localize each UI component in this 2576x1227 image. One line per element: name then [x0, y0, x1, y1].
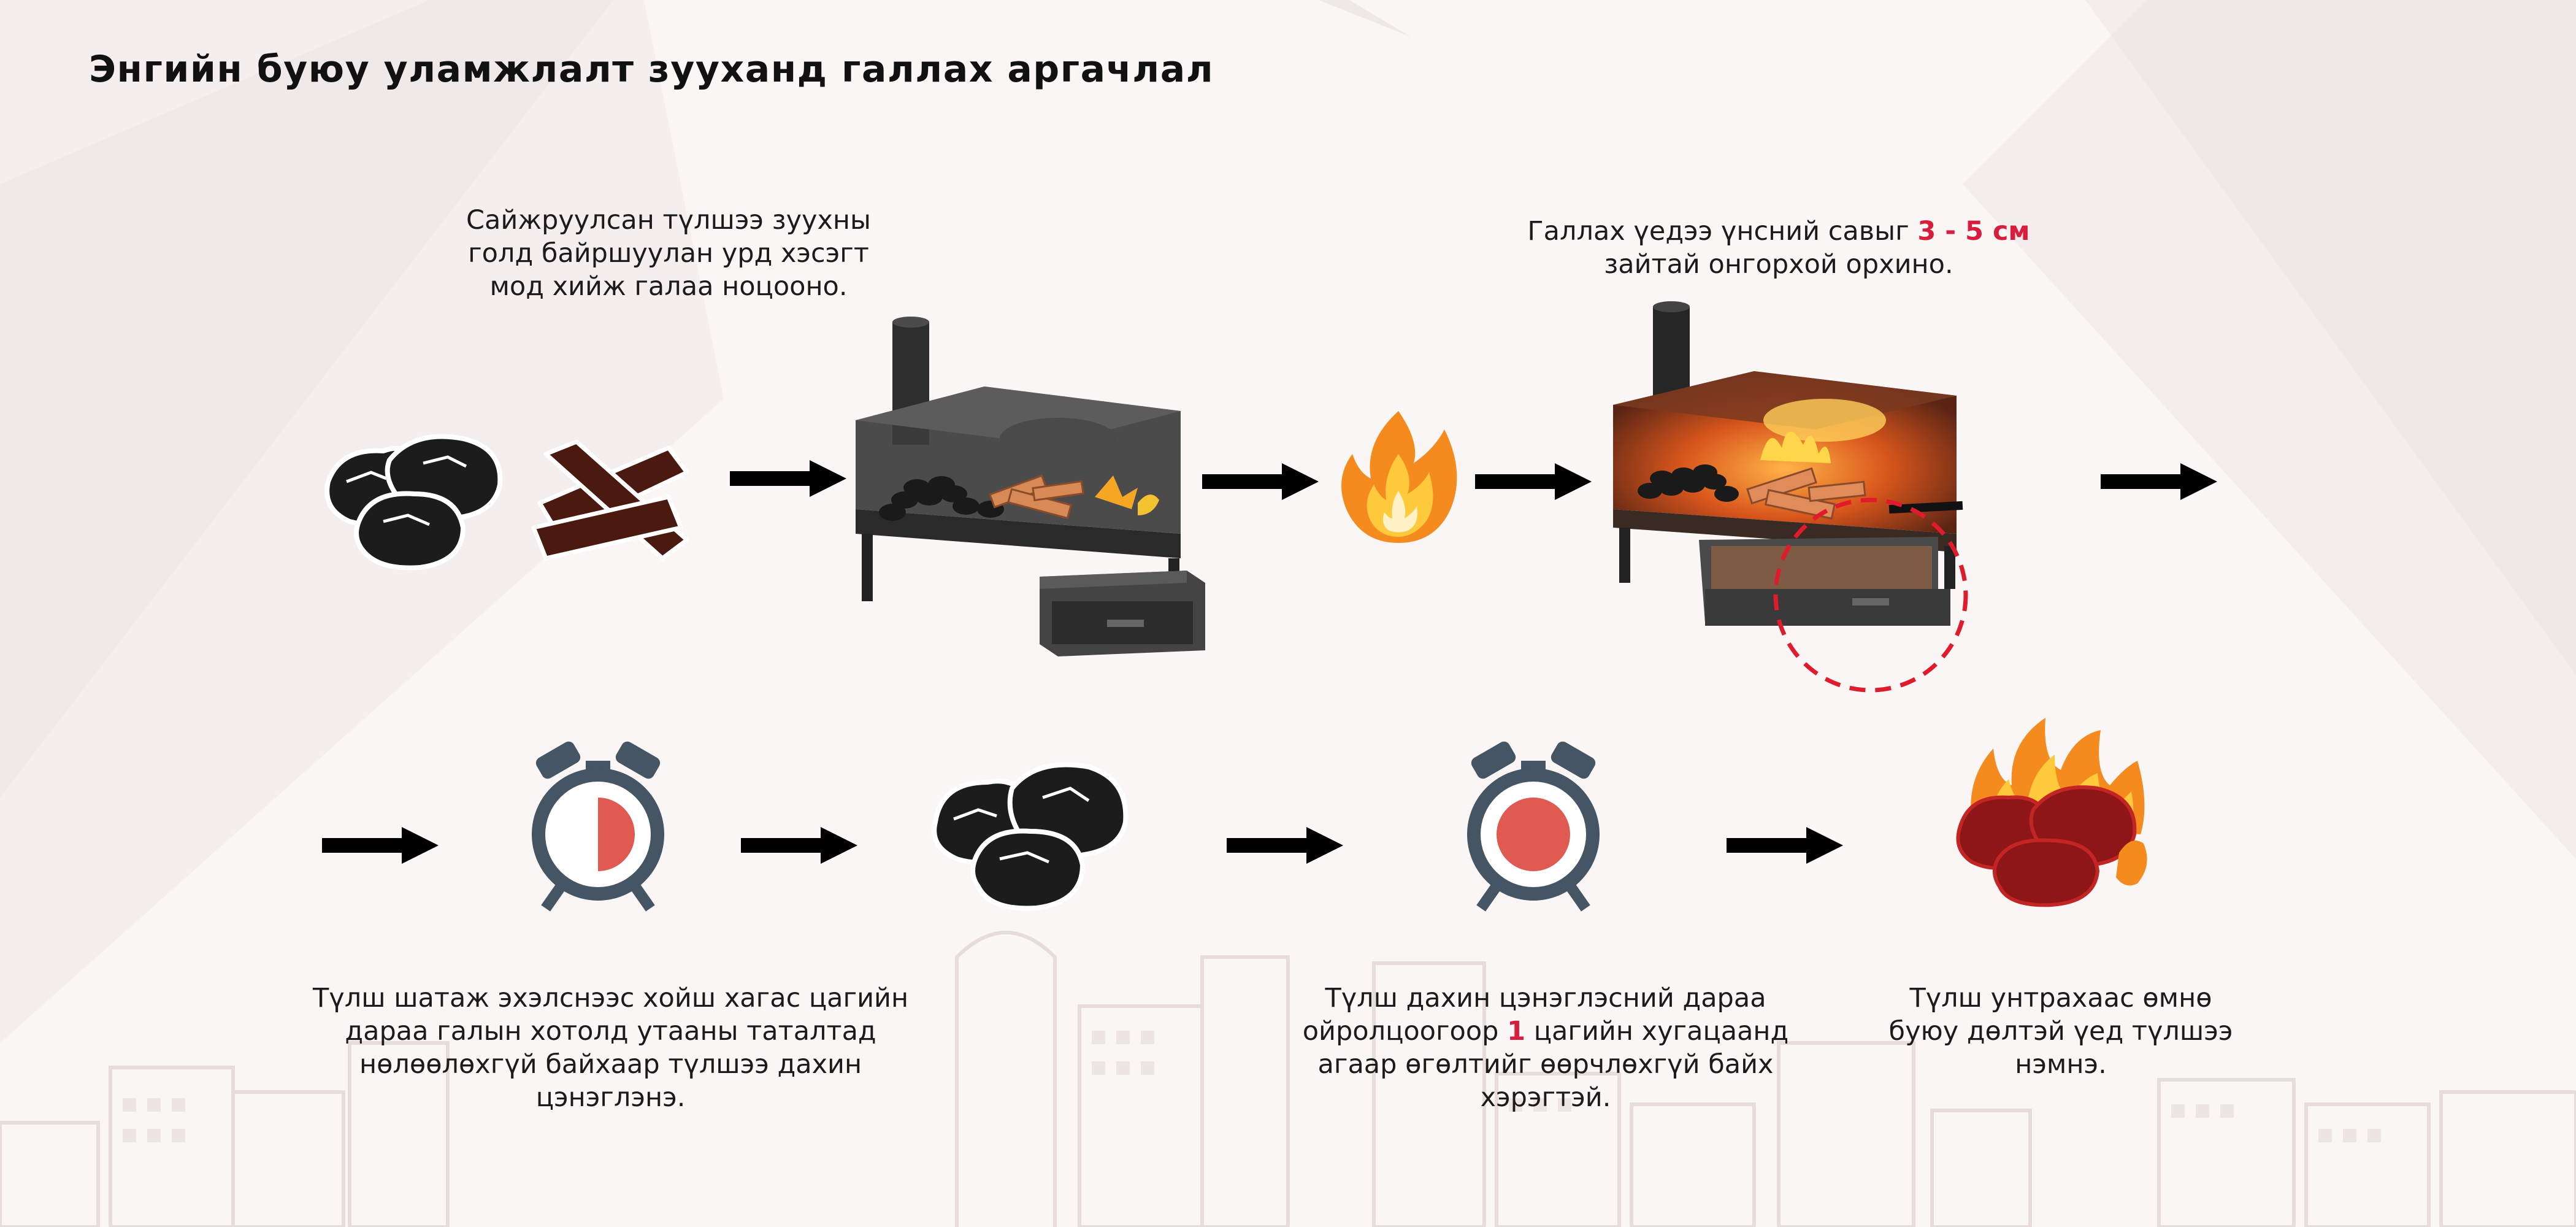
- arrow-icon: [1202, 463, 1319, 500]
- caption-line: нэмнэ.: [2015, 1049, 2107, 1080]
- flame-icon: [1341, 411, 1457, 543]
- caption-line: дараа галын хотолд утааны таталтад: [345, 1016, 876, 1047]
- arrow-icon: [322, 827, 439, 864]
- caption-line: мод хийж галаа ноцооно.: [489, 271, 848, 302]
- caption-step-5: Түлш унтрахаас өмнө буюу дөлтэй үед түлш…: [1852, 982, 2269, 1081]
- stove-unlit-icon: [856, 317, 1205, 656]
- alarm-clock-full-icon: [1467, 741, 1600, 912]
- city-skyline-icon: [0, 931, 2576, 1227]
- caption-text: цагийн хугацаанд: [1525, 1016, 1789, 1047]
- highlight-distance: 3 - 5 см: [1917, 216, 2030, 247]
- caption-step-2: Галлах үедээ үнсний савыг 3 - 5 см зайта…: [1472, 215, 2085, 281]
- page-title: Энгийн буюу уламжлалт зууханд галлах арг…: [89, 48, 1214, 91]
- caption-line: голд байршуулан урд хэсэгт: [468, 238, 869, 269]
- caption-step-3: Түлш шатаж эхэлснээс хойш хагас цагийн д…: [313, 982, 908, 1114]
- caption-line: нөлөөлөхгүй байхаар түлшээ дахин: [359, 1049, 862, 1080]
- caption-line: хэрэгтэй.: [1480, 1082, 1611, 1113]
- arrow-icon: [2101, 463, 2217, 500]
- arrow-icon: [730, 460, 846, 497]
- arrow-icon: [741, 827, 857, 864]
- coal-icon: [324, 434, 503, 571]
- caption-step-1: Сайжруулсан түлшээ зуухны голд байршуула…: [423, 204, 914, 303]
- firewood-icon: [531, 439, 689, 561]
- caption-line: буюу дөлтэй үед түлшээ: [1888, 1016, 2233, 1047]
- arrow-icon: [1727, 827, 1843, 864]
- caption-line: агаар өгөлтийг өөрчлөхгүй байх: [1317, 1049, 1774, 1080]
- caption-line: Түлш дахин цэнэглэсний дараа: [1325, 983, 1766, 1014]
- burning-coal-icon: [1956, 718, 2147, 907]
- caption-line: Түлш шатаж эхэлснээс хойш хагас цагийн: [313, 983, 909, 1014]
- arrow-icon: [1475, 463, 1592, 500]
- stove-burning-icon: [1613, 301, 1963, 626]
- caption-text: ойролцоогоор: [1302, 1016, 1508, 1047]
- caption-line: зайтай онгорхой орхино.: [1604, 249, 1953, 280]
- caption-step-4: Түлш дахин цэнэглэсний дараа ойролцоогоо…: [1263, 982, 1828, 1114]
- caption-line: Сайжруулсан түлшээ зуухны: [466, 205, 871, 236]
- caption-line: ойролцоогоор 1 цагийн хугацаанд: [1263, 1015, 1828, 1048]
- caption-line: цэнэглэнэ.: [535, 1082, 686, 1113]
- alarm-clock-half-icon: [532, 741, 664, 912]
- arrow-icon: [1227, 827, 1343, 864]
- caption-line: Түлш унтрахаас өмнө: [1909, 983, 2212, 1014]
- highlight-duration: 1: [1507, 1016, 1526, 1047]
- highlight-circle-icon: [1773, 498, 1968, 693]
- caption-text: Галлах үедээ үнсний савыг: [1527, 216, 1918, 247]
- coal-icon: [932, 762, 1129, 911]
- caption-line: Галлах үедээ үнсний савыг 3 - 5 см: [1472, 215, 2085, 248]
